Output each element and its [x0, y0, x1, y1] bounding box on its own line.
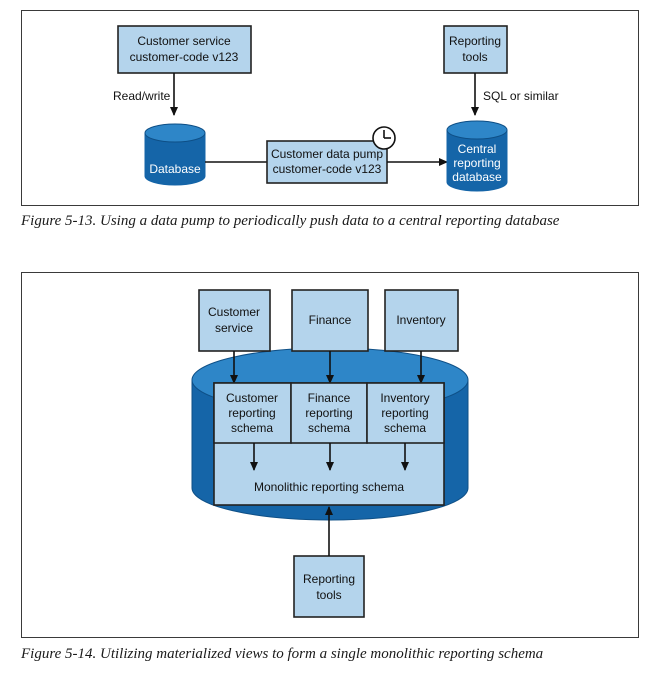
figure-5-14-frame: Customer service Finance Inventory Monol… [21, 272, 639, 638]
data-pump-diagram: Customer service customer-code v123 Read… [113, 25, 559, 192]
finance-schema-label-line2: reporting [305, 406, 352, 420]
customer-schema-label-line2: reporting [228, 406, 275, 420]
finance-box: Finance [291, 289, 369, 352]
finance-schema-label-line3: schema [308, 421, 350, 435]
monolithic-label: Monolithic reporting schema [254, 480, 404, 494]
customer-service-label-line1: Customer service [137, 34, 231, 48]
sql-label: SQL or similar [483, 89, 559, 103]
reporting-tools-label-line2: tools [462, 50, 487, 64]
inventory-box: Inventory [384, 289, 459, 352]
reporting-tools-label-line1: Reporting [449, 34, 501, 48]
customer-service-box: Customer service [198, 289, 271, 352]
read-write-label: Read/write [113, 89, 171, 103]
inventory-label: Inventory [396, 313, 445, 327]
customer-service-label-line2: customer-code v123 [130, 50, 239, 64]
inventory-schema-label-line1: Inventory [380, 391, 429, 405]
materialized-views-diagram: Customer service Finance Inventory Monol… [191, 289, 469, 618]
inventory-schema-label-line2: reporting [381, 406, 428, 420]
database-label: Database [149, 162, 201, 176]
reporting-tools-box: Reporting tools [443, 25, 508, 74]
reporting-tools-label-line2: tools [316, 588, 341, 602]
reporting-tools-box: Reporting tools [293, 555, 365, 618]
finance-schema-label-line1: Finance [308, 391, 351, 405]
central-db-label-line3: database [452, 170, 502, 184]
figure-5-14-caption: Figure 5-14. Utilizing materialized view… [21, 646, 544, 662]
central-db-label-line1: Central [458, 142, 497, 156]
customer-service-box: Customer service customer-code v123 [117, 25, 252, 74]
data-pump-label-line1: Customer data pump [271, 147, 383, 161]
central-reporting-database-cylinder: Central reporting database [446, 120, 508, 192]
customer-schema-label-line3: schema [231, 421, 273, 435]
customer-service-label-line1: Customer [208, 305, 260, 319]
inventory-schema-label-line3: schema [384, 421, 426, 435]
data-pump-box: Customer data pump customer-code v123 [266, 140, 388, 184]
reporting-tools-label-line1: Reporting [303, 572, 355, 586]
finance-reporting-schema-box: Finance reporting schema [290, 382, 368, 444]
central-db-label-line2: reporting [453, 156, 500, 170]
customer-schema-label-line1: Customer [226, 391, 278, 405]
inventory-reporting-schema-box: Inventory reporting schema [366, 382, 445, 444]
finance-label: Finance [309, 313, 352, 327]
clock-icon [372, 126, 396, 150]
customer-reporting-schema-box: Customer reporting schema [213, 382, 292, 444]
figure-5-13-frame: Customer service customer-code v123 Read… [21, 10, 639, 206]
customer-service-label-line2: service [215, 321, 253, 335]
figure-5-13-caption: Figure 5-13. Using a data pump to period… [21, 213, 560, 229]
database-cylinder: Database [144, 123, 206, 186]
data-pump-label-line2: customer-code v123 [273, 162, 382, 176]
